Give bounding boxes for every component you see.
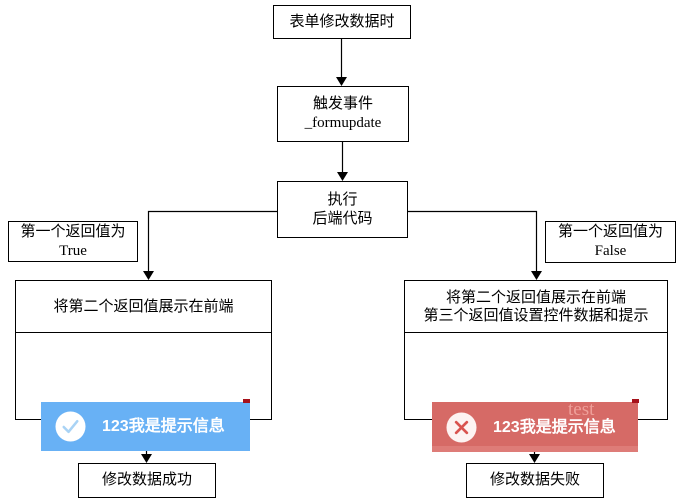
toast-bottom-strip xyxy=(432,446,638,452)
flow-node-trigger-event: 触发事件 _formupdate xyxy=(277,86,409,142)
connector-execute-to-true-branch xyxy=(147,210,277,272)
toast-corner-mark xyxy=(632,399,639,403)
error-toast-zone: 123我是提示信息 test xyxy=(405,333,667,452)
node-label-line1: 执行 xyxy=(327,191,358,208)
node-label: 修改数据失败 xyxy=(489,472,580,488)
title-line1: 将第二个返回值展示在前端 xyxy=(445,289,626,306)
connector-execute-to-false-branch xyxy=(407,210,538,272)
branch-label-line2: True xyxy=(59,242,87,259)
title-line: 将第二个返回值展示在前端 xyxy=(53,298,234,315)
x-icon xyxy=(446,411,477,443)
error-toast: 123我是提示信息 test xyxy=(432,399,639,452)
flow-node-execute-backend: 执行 后端代码 xyxy=(277,181,408,238)
node-label: 表单修改数据时 xyxy=(289,13,395,30)
node-label-line1: 触发事件 xyxy=(312,96,373,112)
success-toast-message: 123我是提示信息 xyxy=(102,418,225,435)
arrowhead-start-to-trigger xyxy=(336,77,347,86)
branch-label-line2: False xyxy=(594,243,627,259)
arrowhead-false-branch xyxy=(531,271,542,280)
arrowhead-false-to-failure xyxy=(529,454,540,463)
node-label-line2: _formupdate xyxy=(304,115,382,131)
toast-corner-mark xyxy=(243,399,250,403)
node-label-line2: 后端代码 xyxy=(312,210,373,227)
arrowhead-trigger-to-execute xyxy=(337,172,348,181)
flow-label-first-return-false: 第一个返回值为 False xyxy=(545,221,676,263)
success-toast-zone: 123我是提示信息 xyxy=(16,333,271,451)
flow-node-show-second-return-and-set-controls: 将第二个返回值展示在前端 第三个返回值设置控件数据和提示 123我是提示信息 t… xyxy=(404,280,668,452)
false-action-title: 将第二个返回值展示在前端 第三个返回值设置控件数据和提示 xyxy=(405,281,667,333)
error-toast-message: 123我是提示信息 xyxy=(493,418,616,436)
node-label: 修改数据成功 xyxy=(101,472,192,488)
flow-label-first-return-true: 第一个返回值为 True xyxy=(8,221,138,262)
arrowhead-true-to-success xyxy=(141,454,152,463)
flow-node-start: 表单修改数据时 xyxy=(273,5,411,39)
title-line2: 第三个返回值设置控件数据和提示 xyxy=(423,307,649,324)
true-action-title: 将第二个返回值展示在前端 xyxy=(16,281,271,333)
flow-node-modify-success: 修改数据成功 xyxy=(78,463,216,498)
flow-node-show-second-return: 将第二个返回值展示在前端 123我是提示信息 xyxy=(15,280,272,451)
check-icon xyxy=(55,411,86,442)
success-toast: 123我是提示信息 xyxy=(41,399,250,451)
watermark-text: test xyxy=(568,399,595,420)
flow-node-modify-failure: 修改数据失败 xyxy=(466,463,604,498)
branch-label-line1: 第一个返回值为 xyxy=(20,223,126,240)
arrowhead-true-branch xyxy=(143,271,154,280)
branch-label-line1: 第一个返回值为 xyxy=(557,224,663,240)
